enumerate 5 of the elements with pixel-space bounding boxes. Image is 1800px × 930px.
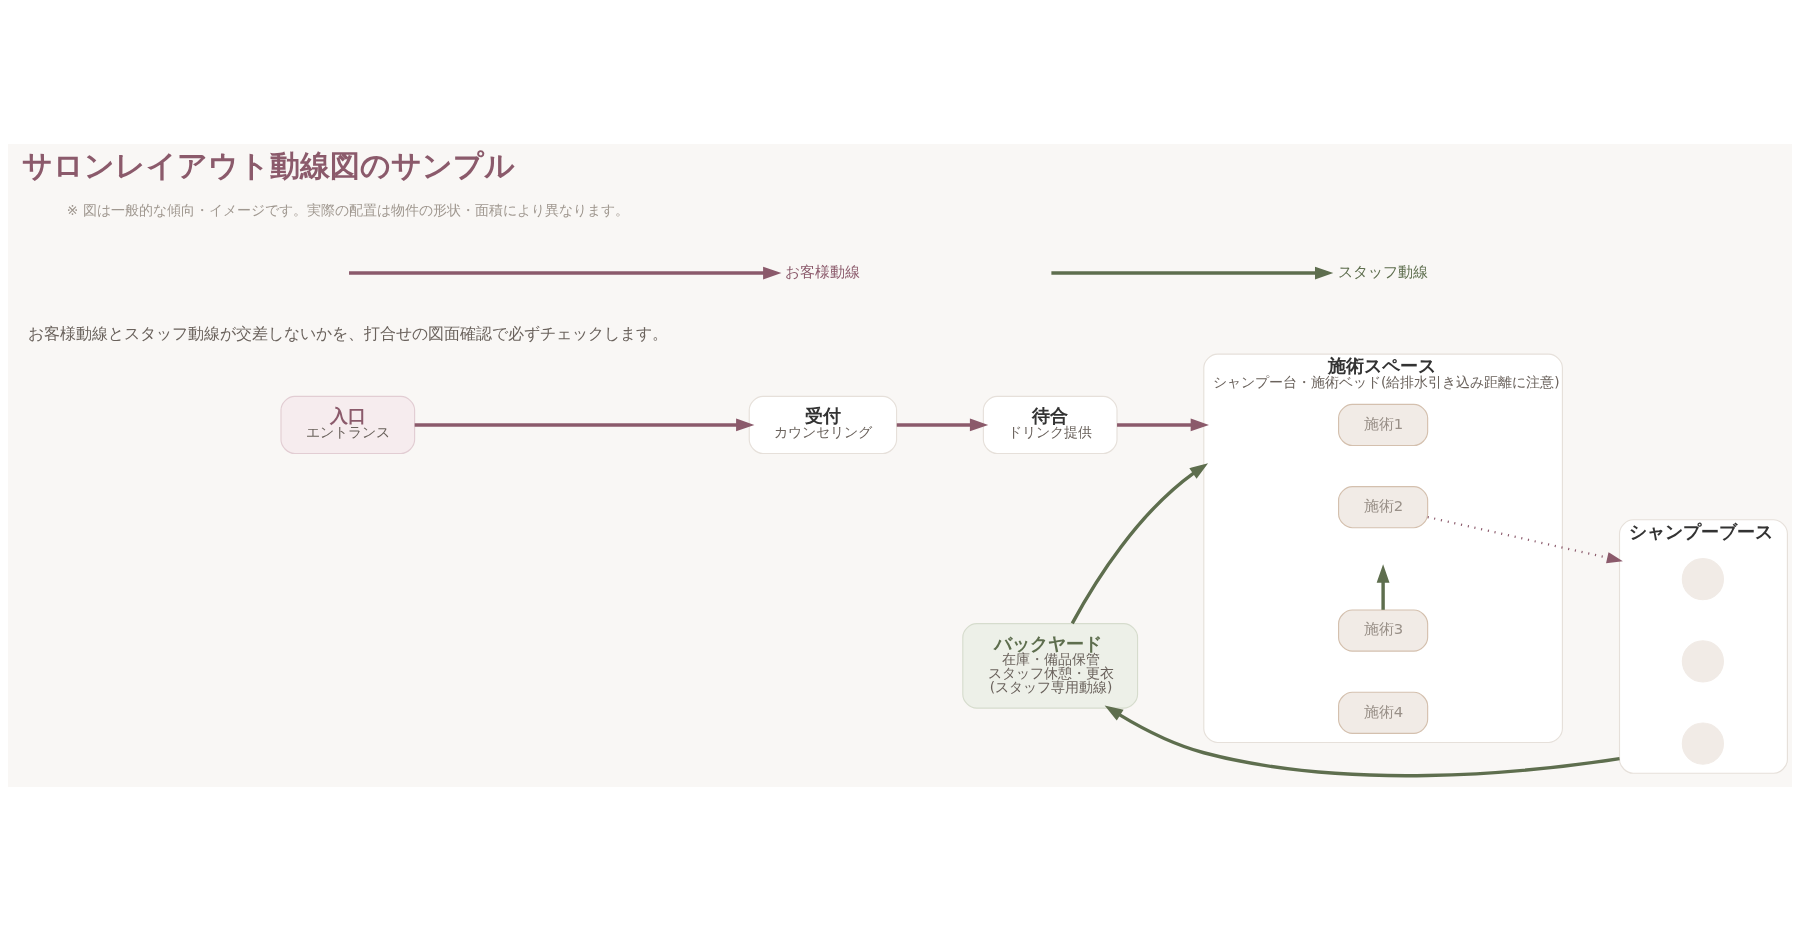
legend-label: お客様動線 xyxy=(785,262,861,280)
legend-label: スタッフ動線 xyxy=(1338,262,1429,280)
label: お客様動線とスタッフ動線が交差しないかを、打合せの図面確認で必ずチェックします。 xyxy=(27,323,668,343)
diagram-title: サロンレイアウト動線図のサンプル xyxy=(21,147,515,183)
caption: ※ 図は一般的な傾向・イメージです。実際の配置は物件の形状・面積により異なります。 xyxy=(66,201,629,218)
